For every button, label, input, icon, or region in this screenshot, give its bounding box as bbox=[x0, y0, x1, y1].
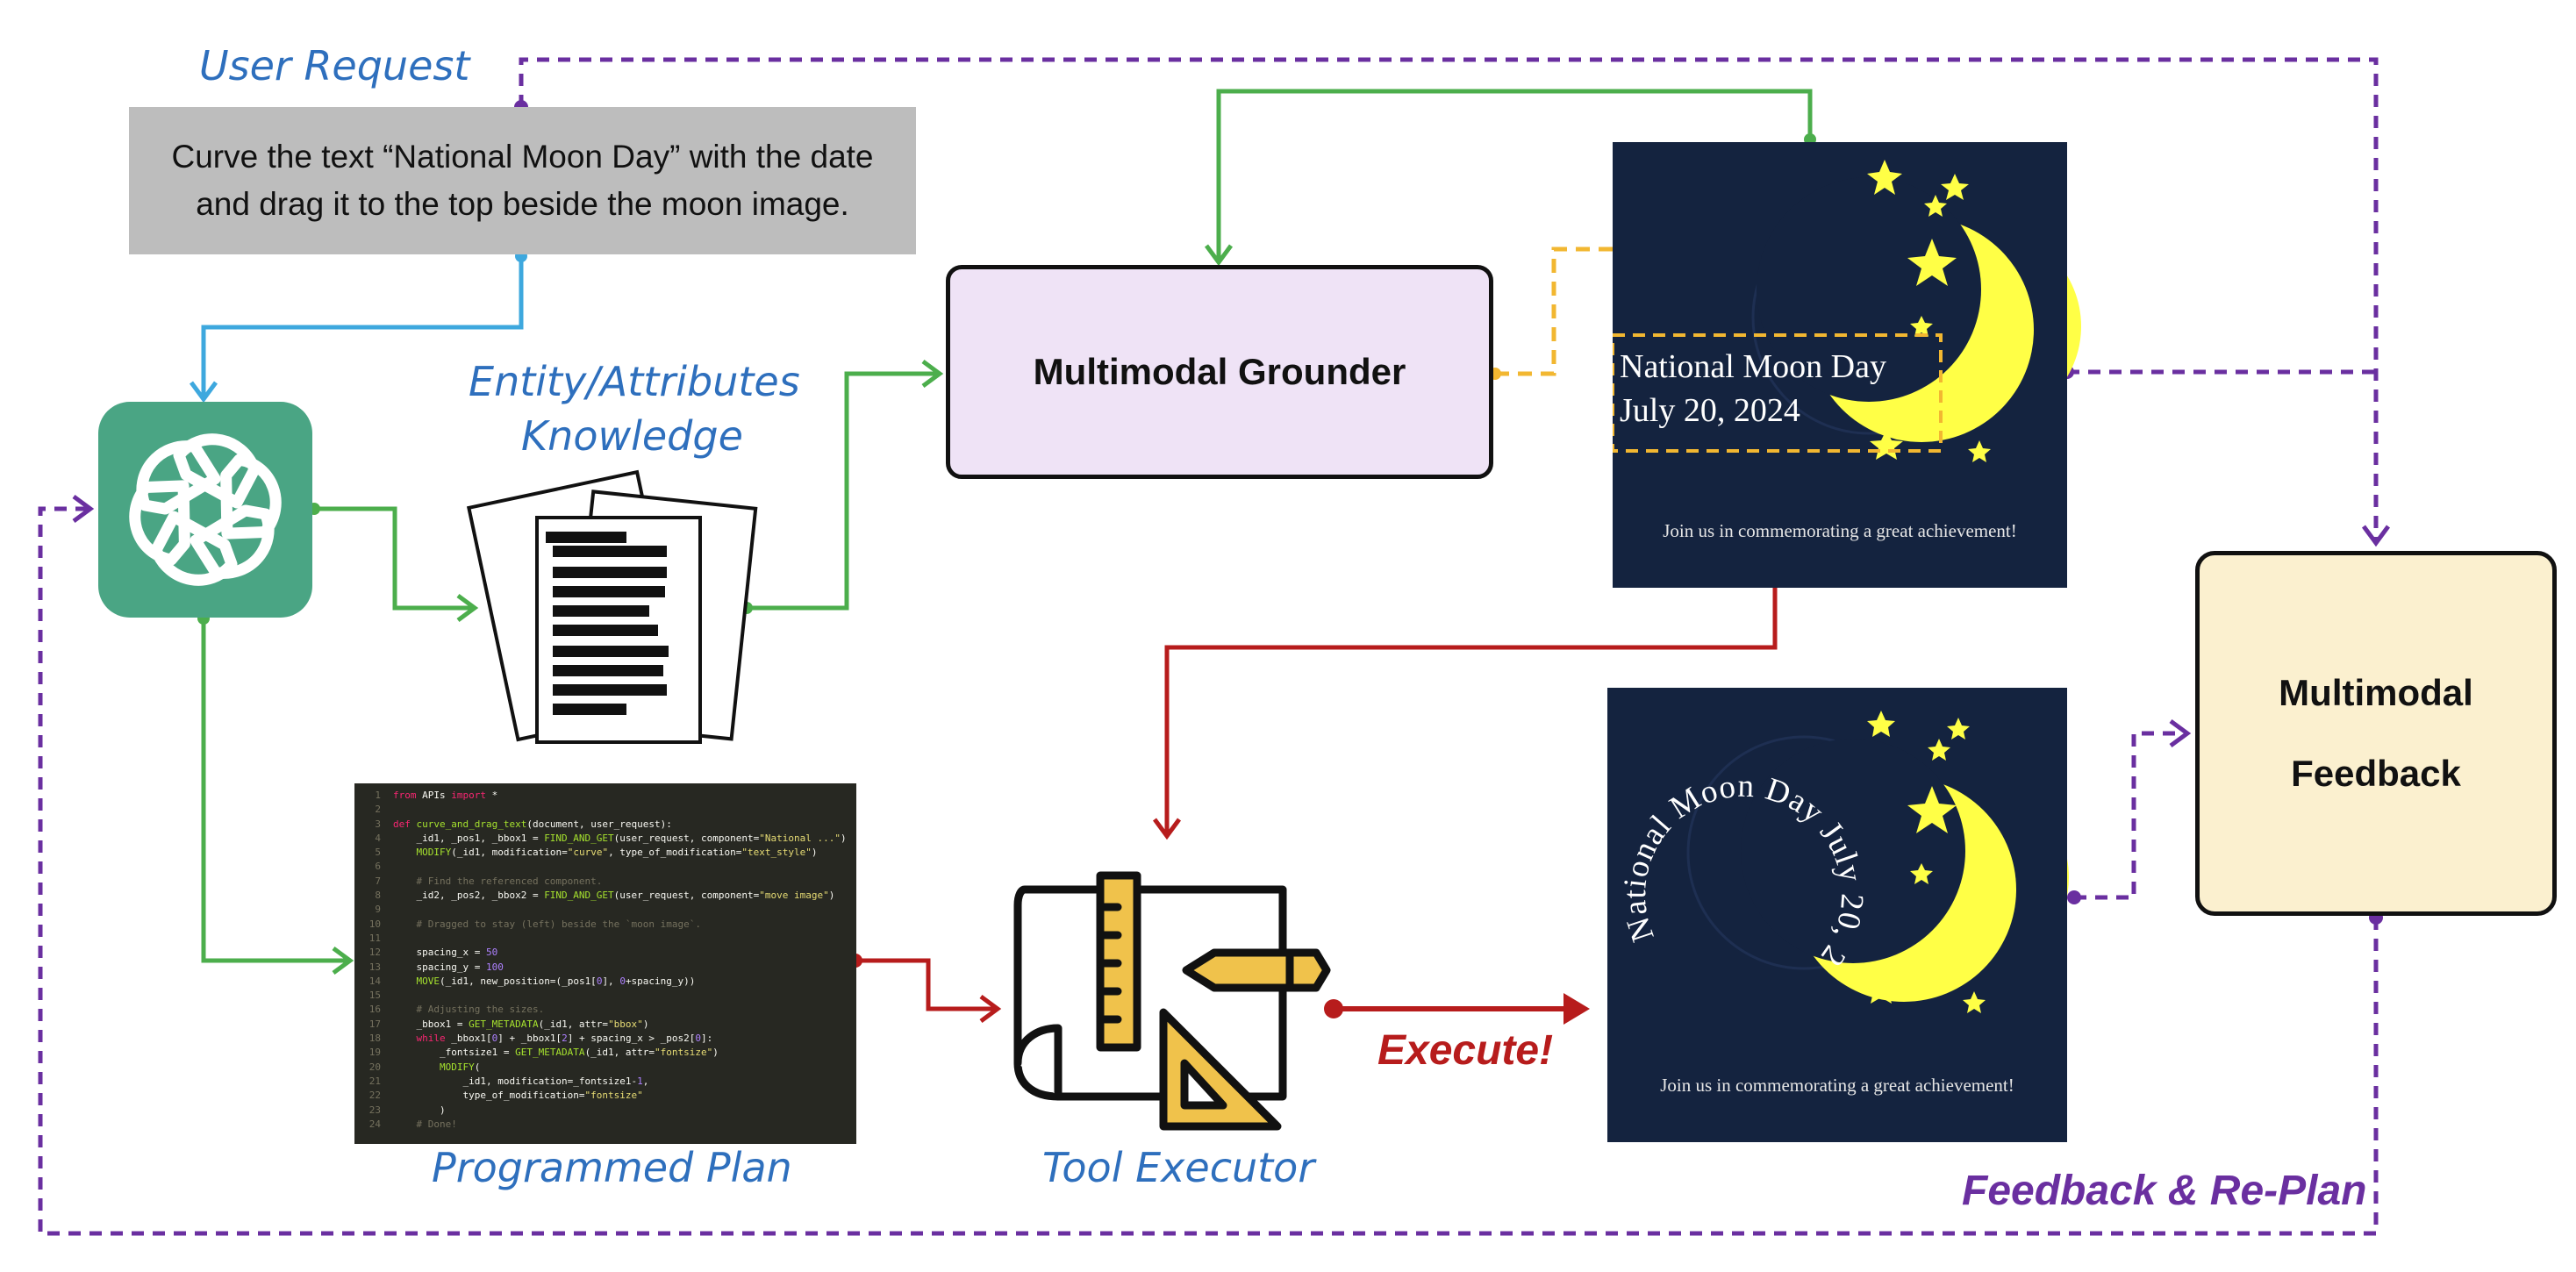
code-line: 16 # Adjusting the sizes. bbox=[369, 1004, 545, 1016]
multimodal-feedback-box: Multimodal Feedback bbox=[2195, 551, 2557, 916]
code-line: 14 MOVE(_id1, new_position=(_pos1[0], 0+… bbox=[369, 975, 696, 987]
poster-after-footer: Join us in commemorating a great achieve… bbox=[1660, 1075, 2014, 1096]
feedback-replan-label: Feedback & Re-Plan bbox=[1962, 1168, 2367, 1214]
code-line: 24 # Done! bbox=[369, 1118, 457, 1130]
execute-arrow bbox=[1324, 993, 1590, 1025]
user-request-box: Curve the text “National Moon Day” with … bbox=[129, 107, 916, 254]
code-line: 9 bbox=[375, 904, 381, 916]
planner-to-plan-arrow bbox=[197, 612, 354, 975]
code-line: 20 MODIFY( bbox=[369, 1061, 481, 1073]
code-line: 18 while _bbox1[0] + _bbox1[2] + spacing… bbox=[369, 1033, 713, 1045]
code-line: 7 # Find the referenced component. bbox=[375, 875, 603, 887]
code-line: 8 _id2, _pos2, _bbox2 = FIND_AND_GET(use… bbox=[375, 890, 835, 902]
code-line: 15 bbox=[369, 990, 381, 1002]
code-line: 22 type_of_modification="fontsize" bbox=[369, 1090, 643, 1102]
user-request-label: User Request bbox=[199, 42, 470, 89]
stars-after bbox=[1864, 711, 1986, 1013]
code-line: 4 _id1, _pos1, _bbox1 = FIND_AND_GET(use… bbox=[375, 832, 847, 844]
feedback-line2: Feedback bbox=[2291, 753, 2461, 794]
code-line: 2 bbox=[375, 804, 381, 816]
documents-icon bbox=[466, 469, 758, 744]
execute-label: Execute! bbox=[1377, 1027, 1554, 1074]
code-line: 13 spacing_y = 100 bbox=[369, 961, 504, 973]
code-line: 12 spacing_x = 50 bbox=[369, 947, 498, 959]
knowledge-label-line1: Entity/Attributes bbox=[469, 358, 800, 405]
planner-to-knowledge-arrow bbox=[308, 503, 479, 623]
feedback-line1: Multimodal bbox=[2279, 671, 2473, 713]
poster-before-footer: Join us in commemorating a great achieve… bbox=[1663, 520, 2017, 541]
chatgpt-logo-icon bbox=[98, 402, 312, 618]
code-line: 6 bbox=[375, 861, 381, 873]
code-line: 11 bbox=[369, 932, 381, 944]
multimodal-grounder-box: Multimodal Grounder bbox=[946, 265, 1493, 479]
user-request-line1: Curve the text “National Moon Day” with … bbox=[171, 139, 874, 175]
grounder-title: Multimodal Grounder bbox=[1033, 351, 1406, 392]
programmed-plan-label: Programmed Plan bbox=[432, 1144, 792, 1191]
code-line: 17 _bbox1 = GET_METADATA(_id1, attr="bbo… bbox=[369, 1018, 649, 1030]
poster-after-image: National Moon Day July 20, 2024 Join us … bbox=[1607, 688, 2067, 1142]
code-line: 5 MODIFY(_id1, modification="curve", typ… bbox=[375, 847, 818, 859]
code-line: 23 ) bbox=[369, 1104, 446, 1116]
tool-executor-icon bbox=[1013, 871, 1331, 1131]
knowledge-label-line2: Knowledge bbox=[521, 412, 743, 460]
user-request-line2: and drag it to the top beside the moon i… bbox=[196, 186, 849, 222]
code-line: 19 _fontsize1 = GET_METADATA(_id1, attr=… bbox=[369, 1047, 719, 1059]
poster-before-title: National Moon Day bbox=[1620, 348, 1886, 385]
code-line: 21 _id1, modification=_fontsize1-1, bbox=[369, 1075, 649, 1087]
feedback-dashed-lines bbox=[38, 57, 2379, 1236]
plan-to-executor-arrow bbox=[848, 954, 1002, 1024]
poster-before-date: July 20, 2024 bbox=[1620, 392, 1800, 429]
code-line: 10 # Dragged to stay (left) beside the `… bbox=[369, 918, 701, 930]
poster-before-image: National Moon Day July 20, 2024 Join us … bbox=[1613, 142, 2067, 588]
tool-executor-label: Tool Executor bbox=[1042, 1144, 1315, 1191]
